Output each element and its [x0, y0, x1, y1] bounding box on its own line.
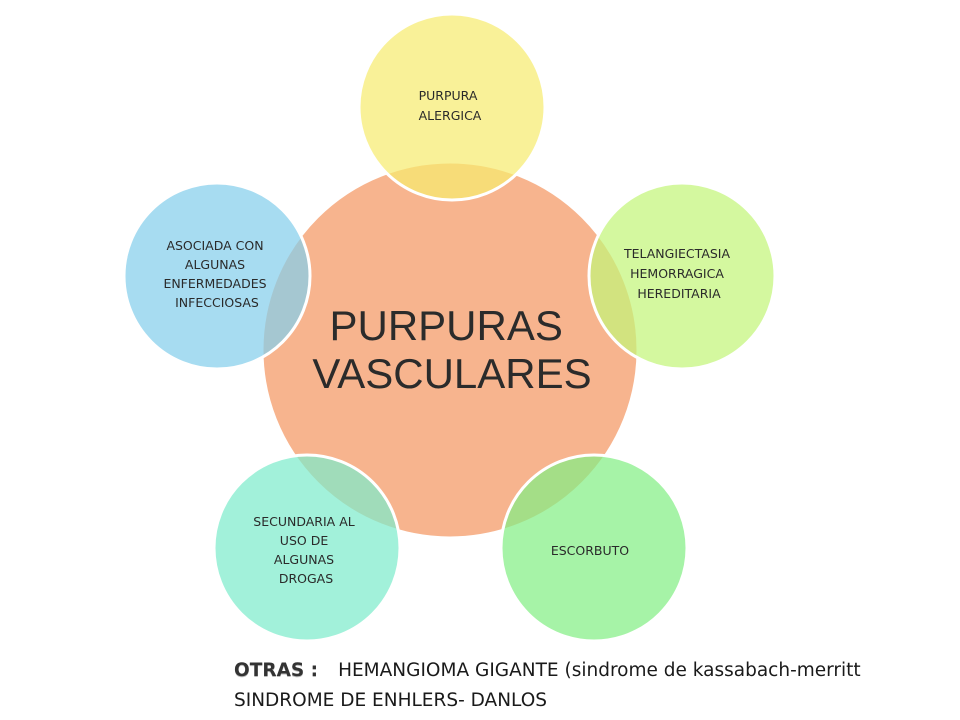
node-label-drogas: SECUNDARIA AL USO DE ALGUNAS DROGAS: [253, 514, 358, 586]
node-label-alergica: PURPURA ALERGICA: [419, 88, 482, 123]
node-label-line: HEMORRAGICA: [630, 266, 724, 281]
node-circle-escorbuto: [499, 453, 689, 643]
node-circle-telangiectasia: [587, 181, 777, 371]
node-label-escorbuto: ESCORBUTO: [551, 543, 629, 558]
footer-otras-text: HEMANGIOMA GIGANTE (sindrome de kassabac…: [338, 660, 861, 681]
node-label-infecciosas: ASOCIADA CON ALGUNAS ENFERMEDADES INFECC…: [163, 238, 270, 310]
node-label-line: USO DE: [280, 533, 329, 548]
footer-line-1: OTRAS : HEMANGIOMA GIGANTE (sindrome de k…: [234, 656, 861, 686]
node-circle-drogas: [212, 453, 402, 643]
center-label: PURPURAS VASCULARES: [312, 302, 591, 397]
node-label-line: ALERGICA: [419, 108, 482, 123]
center-label-line: PURPURAS: [329, 302, 562, 349]
node-label-telangiectasia: TELANGIECTASIA HEMORRAGICA HEREDITARIA: [623, 246, 734, 301]
footer-line-2: SINDROME DE ENHLERS- DANLOS: [234, 690, 548, 711]
node-label-line: SECUNDARIA AL: [253, 514, 354, 529]
center-label-line: VASCULARES: [312, 350, 591, 397]
node-label-line: ENFERMEDADES: [163, 276, 266, 291]
node-label-line: TELANGIECTASIA: [623, 246, 731, 261]
node-label-line: ALGUNAS: [185, 257, 245, 272]
footer-notes: OTRAS : HEMANGIOMA GIGANTE (sindrome de k…: [234, 656, 861, 716]
node-circle-infecciosas: [122, 181, 312, 371]
purpura-cycle-diagram: PURPURAS VASCULARES PURPURA ALERGICA TEL…: [122, 12, 777, 643]
node-label-line: ESCORBUTO: [551, 543, 629, 558]
node-circle-alergica: [357, 12, 547, 202]
node-label-line: DROGAS: [279, 571, 333, 586]
node-label-line: INFECCIOSAS: [175, 295, 259, 310]
node-label-line: PURPURA: [419, 88, 478, 103]
node-label-line: ASOCIADA CON: [166, 238, 263, 253]
otras-label: OTRAS :: [234, 660, 319, 681]
node-label-line: ALGUNAS: [274, 552, 334, 567]
node-label-line: HEREDITARIA: [637, 286, 721, 301]
